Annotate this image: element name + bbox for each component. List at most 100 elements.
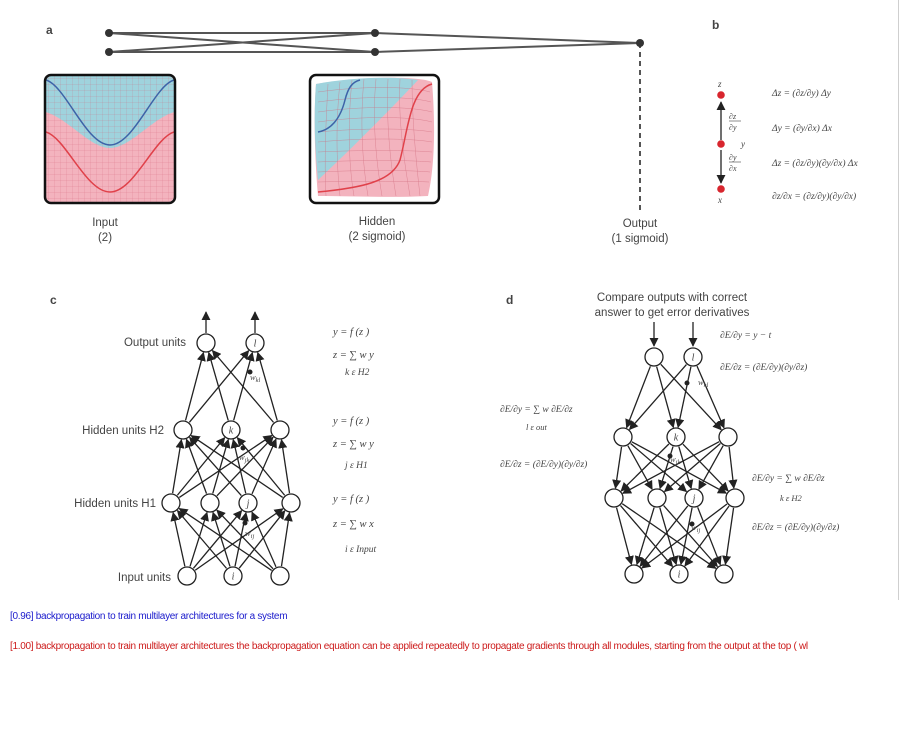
network-node	[683, 347, 703, 367]
network-node	[624, 564, 644, 584]
forward-equations: y = f (z ) z = ∑ w y k ε H2 y = f (z ) z…	[332, 327, 377, 555]
svg-text:∂x: ∂x	[729, 164, 737, 173]
input-space-plot	[43, 73, 177, 205]
network-node	[245, 333, 265, 353]
forward-network	[170, 311, 293, 571]
eq-yl: y = f (z )	[332, 327, 370, 338]
network-edge	[722, 507, 735, 566]
network-edge	[255, 351, 278, 421]
weight-dot	[242, 520, 248, 526]
svg-text:wjk: wjk	[670, 454, 680, 466]
weight-dot	[684, 380, 690, 386]
node-label: i	[678, 570, 681, 581]
eq-d-out2: ∂E/∂z = (∂E/∂y)(∂y/∂z)	[720, 362, 807, 373]
input-units-label: Input units	[118, 572, 171, 584]
network-edge	[696, 365, 725, 429]
output-units-label: Output units	[124, 337, 186, 349]
svg-text:wkl: wkl	[250, 372, 261, 384]
eq-zk: z = ∑ w y	[332, 439, 374, 450]
network-edge	[190, 435, 284, 498]
eq-d-h2-1: ∂E/∂y = ∑ w ∂E/∂z	[500, 405, 573, 415]
network-edge	[211, 511, 231, 567]
svg-text:∂y: ∂y	[729, 123, 737, 132]
eq-yj: y = f (z )	[332, 494, 370, 505]
eq-b3: Δz = (∂z/∂y)(∂y/∂x) Δx	[771, 158, 858, 169]
network-edge	[176, 437, 226, 496]
network-edge	[189, 436, 242, 496]
network-node	[161, 493, 181, 513]
eq-b1: Δz = (∂z/∂y) Δy	[771, 88, 832, 99]
panel-c-letter: c	[50, 293, 57, 307]
network-node	[613, 427, 633, 447]
network-edge	[656, 366, 676, 429]
node-y-label: y	[740, 139, 745, 149]
network-edge	[184, 351, 206, 421]
page-edge-rule	[898, 0, 899, 600]
network-edge	[698, 445, 724, 491]
network-edge	[212, 438, 231, 494]
network-node	[666, 427, 686, 447]
network-edge	[280, 511, 293, 567]
network-edge	[630, 443, 688, 493]
network-edge	[728, 446, 738, 489]
node-label: j	[245, 499, 250, 510]
network-node	[684, 488, 704, 508]
network-edge	[659, 507, 679, 566]
input-label: Input	[92, 217, 118, 229]
weight-dot	[247, 369, 253, 375]
network-edge	[697, 507, 722, 566]
backward-equations: ∂E/∂y = y − t ∂E/∂z = (∂E/∂y)(∂y/∂z) ∂E/…	[500, 331, 839, 533]
eq-yk: y = f (z )	[332, 416, 370, 427]
network-node	[644, 347, 664, 367]
output-sub: (1 sigmoid)	[612, 233, 669, 245]
output-label: Output	[623, 218, 658, 230]
svg-text:∂z: ∂z	[729, 112, 737, 121]
panel-d-letter: d	[506, 293, 513, 307]
figure: a	[43, 18, 858, 586]
node-label: k	[674, 433, 679, 444]
node-label: l	[692, 353, 695, 364]
eq-d-out1: ∂E/∂y = y − t	[720, 331, 772, 341]
network-edge	[634, 507, 655, 566]
network-node	[669, 564, 689, 584]
node-label: i	[232, 572, 235, 583]
network-edge	[663, 443, 721, 493]
network-node	[173, 420, 193, 440]
network-edge	[278, 438, 291, 494]
svg-text:wkl: wkl	[698, 377, 709, 389]
eq-d-h1-1: ∂E/∂y = ∑ w ∂E/∂z	[752, 474, 825, 484]
network-edge	[682, 443, 729, 492]
backward-weights: wkl wjk wij	[670, 377, 709, 534]
network-edge	[663, 505, 718, 568]
network-edge	[639, 505, 689, 567]
network-node	[647, 488, 667, 508]
svg-text:∂y: ∂y	[729, 153, 737, 162]
input-sub: (2)	[98, 232, 112, 244]
network-node	[714, 564, 734, 584]
node-z-label: z	[717, 79, 722, 89]
network-edge	[238, 510, 286, 569]
network-edge	[178, 435, 273, 498]
network-edge	[620, 443, 670, 492]
hidden-h1-label: Hidden units H1	[74, 498, 156, 510]
chain-rule-equations: Δz = (∂z/∂y) Δy Δy = (∂y/∂x) Δx Δz = (∂z…	[771, 88, 858, 202]
caption-2: [1.00] backpropagation to train multilay…	[10, 641, 808, 652]
network-edge	[620, 505, 674, 568]
weight-dot	[240, 445, 246, 451]
weight-dot	[667, 453, 673, 459]
node-label: k	[229, 426, 234, 437]
network-edge	[615, 507, 634, 566]
network-edge	[675, 366, 692, 429]
network-node	[238, 493, 258, 513]
network-edge	[170, 511, 186, 567]
panel-d-title-2: answer to get error derivatives	[595, 307, 750, 319]
network-edge	[660, 363, 722, 431]
panel-a-nodes	[105, 29, 644, 56]
network-node	[718, 427, 738, 447]
network-edge	[678, 446, 694, 490]
network-edge	[627, 445, 653, 491]
svg-text:wij: wij	[245, 528, 254, 540]
hidden-label: Hidden	[359, 216, 395, 228]
hidden-space-plot	[308, 73, 441, 205]
